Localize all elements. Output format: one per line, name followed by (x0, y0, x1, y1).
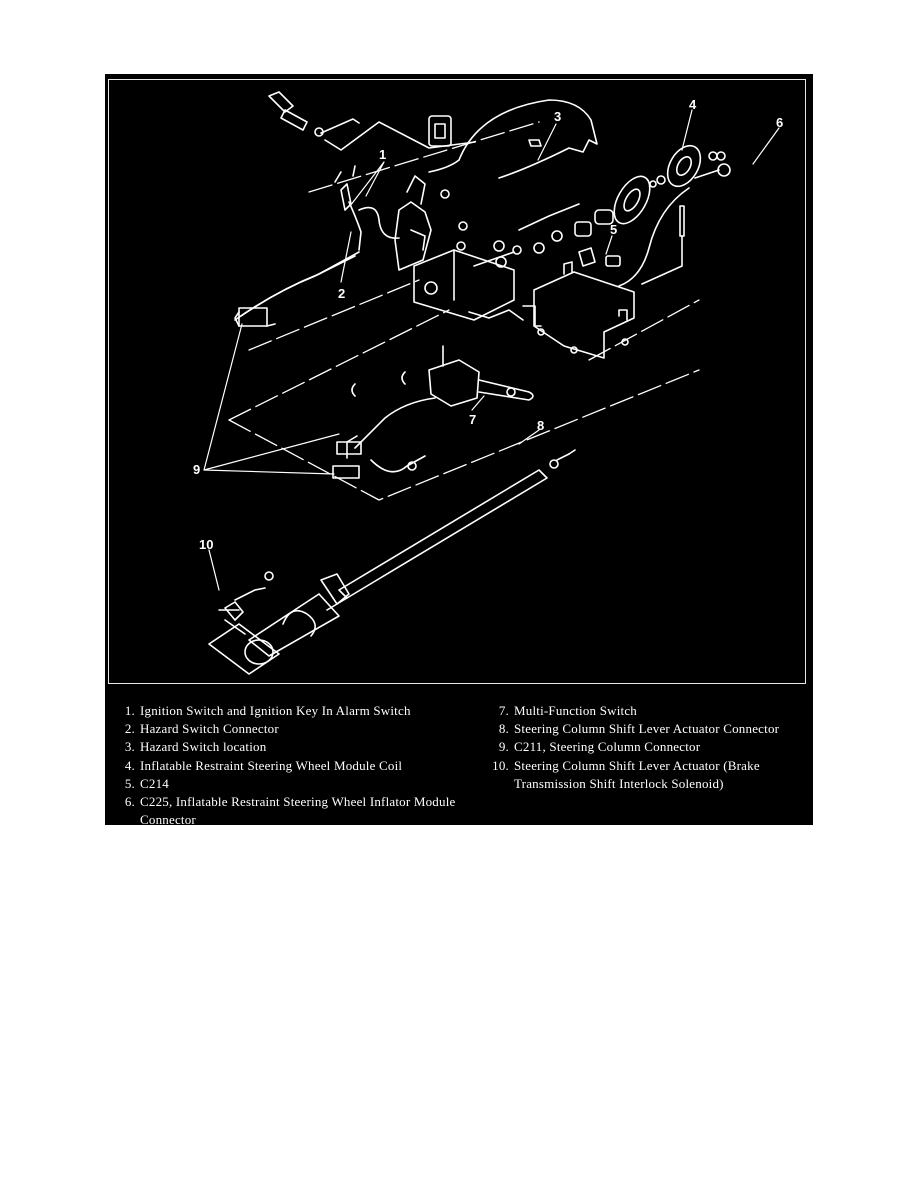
legend-item: 3. Hazard Switch location (121, 738, 471, 756)
upper-shroud-part (428, 99, 598, 179)
c214-connector-part (605, 205, 685, 285)
legend-text: Steering Column Shift Lever Actuator (Br… (514, 757, 760, 791)
column-jacket-part (208, 571, 350, 675)
legend-item: 9. C211, Steering Column Connector (479, 738, 809, 756)
diagram-illustration (203, 91, 780, 675)
legend-text: C214 (140, 775, 169, 791)
legend-item: 5. C214 (121, 775, 471, 793)
legend-right-column: 7. Multi-Function Switch 8. Steering Col… (479, 702, 809, 793)
legend-number: 8. (498, 721, 509, 737)
callout-label: 7 (469, 412, 477, 427)
legend-text: Inflatable Restraint Steering Wheel Modu… (140, 757, 403, 773)
callout-label: 8 (537, 418, 545, 433)
module-coil-part (618, 144, 731, 287)
steering-shaft-part (326, 449, 576, 611)
callout-label: 2 (338, 286, 346, 301)
legend-item: 8. Steering Column Shift Lever Actuator … (479, 720, 809, 738)
legend-item: 6. C225, Inflatable Restraint Steering W… (121, 793, 471, 829)
legend-text: Hazard Switch Connector (140, 721, 279, 737)
lock-housing-part (394, 175, 468, 271)
legend-left-column: 1. Ignition Switch and Ignition Key In A… (121, 702, 471, 829)
multifunction-switch-part (332, 345, 534, 479)
steering-column-exploded-diagram: 1 2 3 4 5 6 7 8 9 10 (109, 80, 807, 685)
callout-label: 1 (379, 147, 387, 162)
legend-number: 3. (124, 739, 135, 755)
legend-item: 1. Ignition Switch and Ignition Key In A… (121, 702, 471, 720)
legend-text: Hazard Switch location (140, 739, 267, 755)
legend-item: 7. Multi-Function Switch (479, 702, 809, 720)
legend-number: 4. (124, 757, 135, 773)
callout-label: 9 (193, 462, 201, 477)
legend-text: Ignition Switch and Ignition Key In Alar… (140, 703, 411, 718)
callout-label: 10 (199, 537, 214, 552)
key-cylinder-part (268, 91, 476, 151)
callout-label: 5 (610, 222, 618, 237)
legend-text: Multi-Function Switch (514, 703, 638, 718)
legend-number: 1. (124, 703, 135, 718)
legend-number: 10. (492, 757, 509, 773)
legend-number: 2. (124, 721, 135, 737)
callout-label: 4 (689, 97, 697, 112)
legend-item: 10. Steering Column Shift Lever Actuator… (479, 757, 809, 793)
lower-shroud-part (533, 247, 635, 359)
legend-number: 7. (498, 703, 509, 718)
legend-item: 4. Inflatable Restraint Steering Wheel M… (121, 757, 471, 775)
figure-panel: 1 2 3 4 5 6 7 8 9 10 1. Ignition Switch … (105, 74, 813, 827)
legend-number: 6. (124, 794, 135, 810)
hazard-switch-part (428, 115, 452, 147)
legend-text: C225, Inflatable Restraint Steering Whee… (140, 794, 456, 828)
leader-lines (203, 109, 780, 591)
column-housing-part (413, 249, 545, 336)
legend-number: 5. (124, 775, 135, 791)
legend-number: 9. (498, 739, 509, 755)
ignition-switch-part (234, 165, 400, 327)
construction-lines (228, 121, 700, 501)
diagram-frame: 1 2 3 4 5 6 7 8 9 10 (108, 79, 806, 684)
shaft-bearing-parts (493, 175, 666, 268)
legend-item: 2. Hazard Switch Connector (121, 720, 471, 738)
callout-label: 6 (776, 115, 784, 130)
legend-text: C211, Steering Column Connector (514, 739, 701, 755)
callout-label: 3 (554, 109, 562, 124)
legend-text: Steering Column Shift Lever Actuator Con… (514, 721, 780, 737)
